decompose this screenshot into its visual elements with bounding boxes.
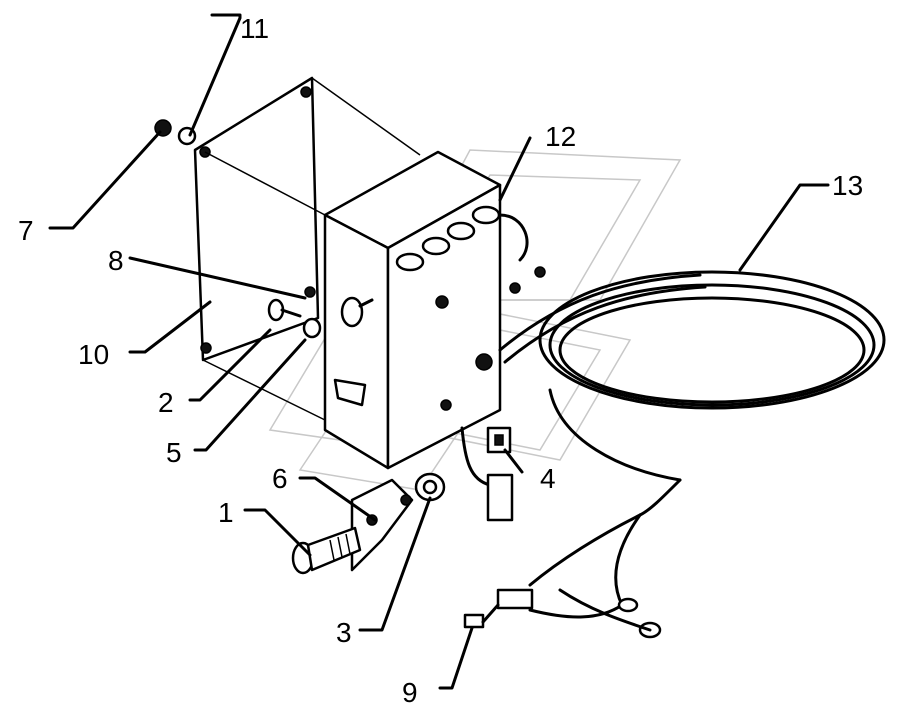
callout-numbers: 1 2 3 4 5 6 7 8 9 10 11 12 13 [18, 13, 863, 708]
callout-3: 3 [336, 617, 352, 648]
callout-12: 12 [545, 121, 576, 152]
leader-lines [48, 13, 830, 690]
callout-5: 5 [166, 437, 182, 468]
cable-clip [460, 426, 514, 522]
callout-7: 7 [18, 215, 34, 246]
callout-8: 8 [108, 245, 124, 276]
callout-1: 1 [218, 497, 234, 528]
callout-13: 13 [832, 170, 863, 201]
callout-2: 2 [158, 387, 174, 418]
mounting-bracket [350, 478, 414, 572]
cable-coil [463, 270, 886, 639]
control-box [323, 150, 546, 470]
callout-10: 10 [78, 339, 109, 370]
callout-11: 11 [240, 13, 269, 44]
callout-4: 4 [540, 463, 556, 494]
knob [340, 296, 374, 328]
screw-and-washer [267, 298, 322, 339]
callout-9: 9 [402, 677, 418, 708]
bolt [291, 526, 362, 575]
cover-plate [193, 76, 421, 421]
nut [414, 472, 446, 502]
callout-6: 6 [272, 463, 288, 494]
